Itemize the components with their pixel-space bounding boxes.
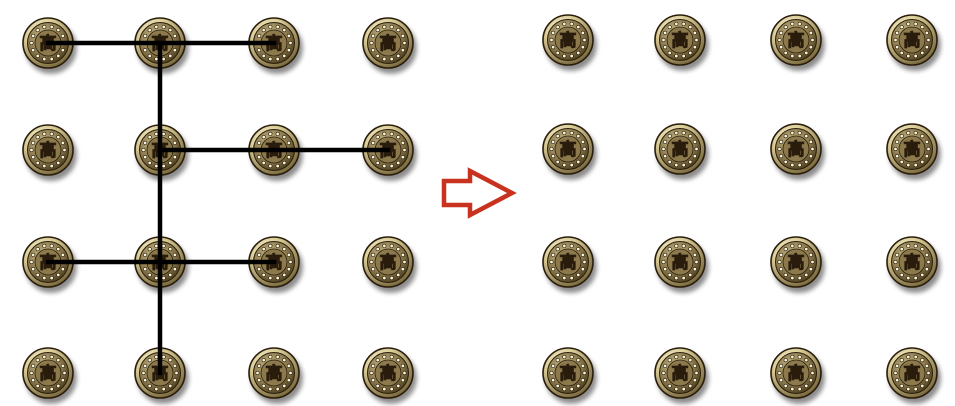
coin-emblem-glyph: 高	[40, 363, 57, 384]
coin-emblem-glyph: 高	[788, 252, 805, 273]
coin-emblem-glyph: 高	[560, 252, 577, 273]
coin-emblem-glyph: 高	[380, 33, 397, 54]
coin-emblem-glyph: 高	[904, 139, 921, 160]
right-coin-r3-c1[interactable]: 高	[655, 348, 705, 398]
left-coin-r3-c2[interactable]: 高	[249, 348, 299, 398]
right-coin-r1-c1[interactable]: 高	[655, 124, 705, 174]
coin-emblem-glyph: 高	[904, 252, 921, 273]
right-coin-r0-c2[interactable]: 高	[771, 15, 821, 65]
left-coin-r3-c0[interactable]: 高	[23, 348, 73, 398]
coin-emblem-glyph: 高	[788, 30, 805, 51]
coin-emblem-glyph: 高	[672, 363, 689, 384]
coin-emblem-glyph: 高	[40, 140, 57, 161]
left-coin-r3-c3[interactable]: 高	[363, 348, 413, 398]
coin-emblem-glyph: 高	[672, 30, 689, 51]
right-coin-r3-c3[interactable]: 高	[887, 348, 937, 398]
right-coin-r0-c3[interactable]: 高	[887, 15, 937, 65]
coin-emblem-glyph: 高	[904, 363, 921, 384]
coin-emblem-glyph: 高	[560, 139, 577, 160]
right-coin-r0-c0[interactable]: 高	[543, 15, 593, 65]
coin-emblem-glyph: 高	[904, 30, 921, 51]
coin-emblem-glyph: 高	[380, 363, 397, 384]
right-coin-r1-c0[interactable]: 高	[543, 124, 593, 174]
coin-emblem-glyph: 高	[788, 139, 805, 160]
left-coin-r2-c3[interactable]: 高	[363, 237, 413, 287]
coin-emblem-glyph: 高	[560, 30, 577, 51]
coin-emblem-glyph: 高	[560, 363, 577, 384]
coin-emblem-glyph: 高	[380, 252, 397, 273]
left-coin-r1-c0[interactable]: 高	[23, 125, 73, 175]
right-coin-r2-c0[interactable]: 高	[543, 237, 593, 287]
right-coin-r3-c2[interactable]: 高	[771, 348, 821, 398]
right-coin-r3-c0[interactable]: 高	[543, 348, 593, 398]
coin-emblem-glyph: 高	[672, 139, 689, 160]
coin-emblem-glyph: 高	[672, 252, 689, 273]
right-coin-r2-c2[interactable]: 高	[771, 237, 821, 287]
right-arrow-outline-icon	[444, 171, 512, 215]
right-coin-r2-c1[interactable]: 高	[655, 237, 705, 287]
right-board: 高高高高高高高高高高高高高高高高	[543, 15, 937, 398]
left-board-connectors	[48, 43, 388, 373]
coin-emblem-glyph: 高	[266, 363, 283, 384]
right-coin-r1-c2[interactable]: 高	[771, 124, 821, 174]
right-coin-r0-c1[interactable]: 高	[655, 15, 705, 65]
right-coin-r2-c3[interactable]: 高	[887, 237, 937, 287]
right-coin-r1-c3[interactable]: 高	[887, 124, 937, 174]
coin-emblem-glyph: 高	[788, 363, 805, 384]
left-coin-r0-c3[interactable]: 高	[363, 18, 413, 68]
